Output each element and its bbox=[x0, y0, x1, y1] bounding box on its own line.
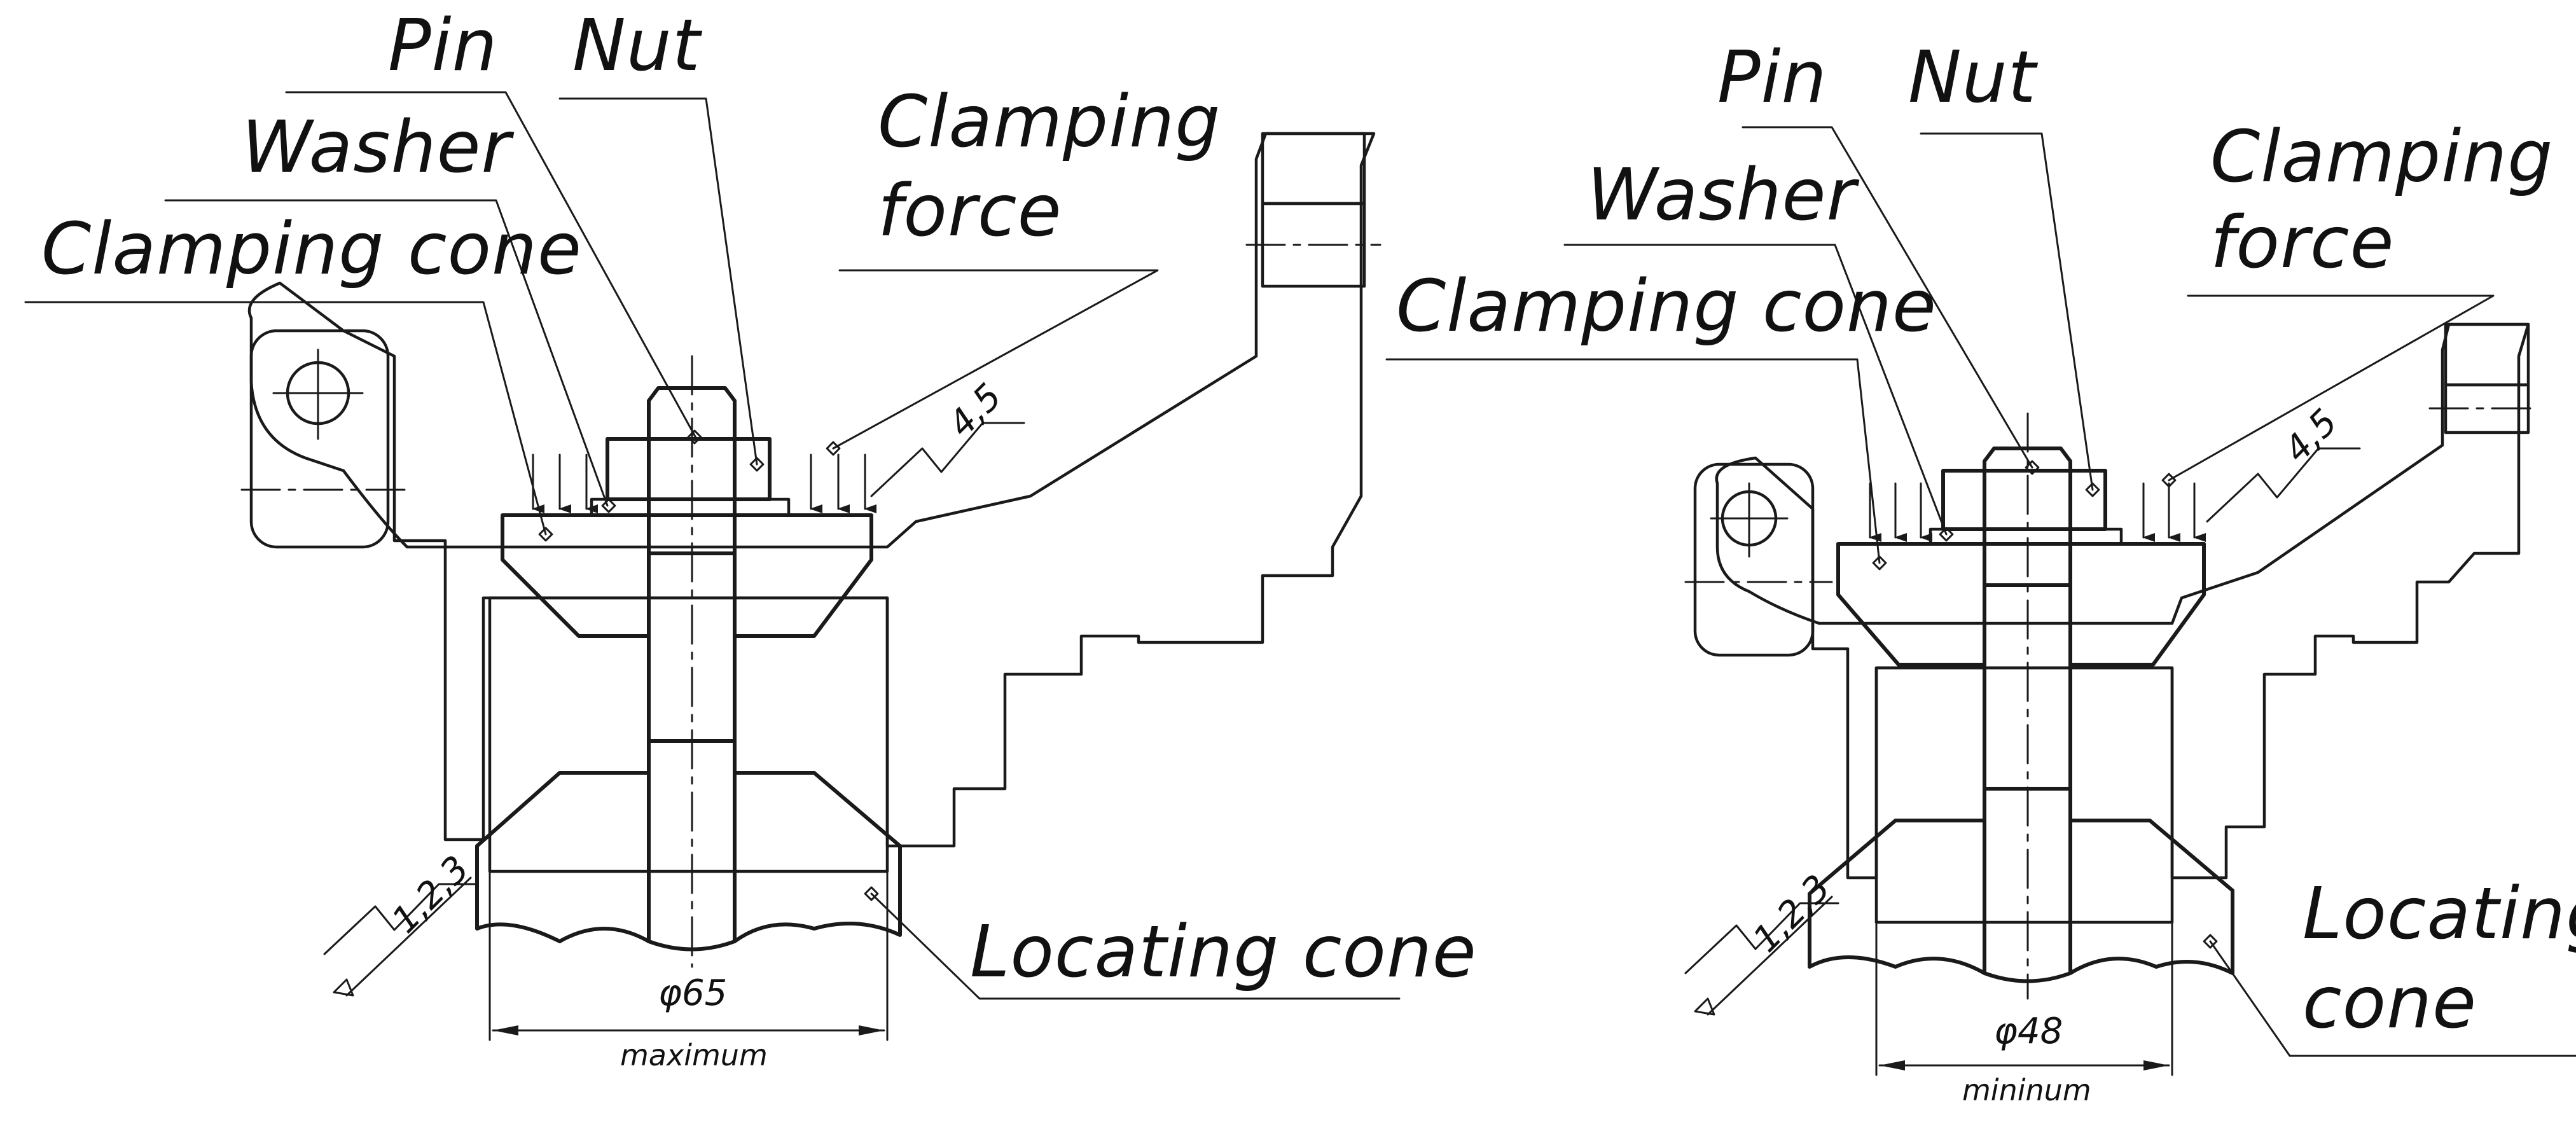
left-label-washer: Washer bbox=[242, 106, 514, 189]
left-label-clamping-force-2: force bbox=[878, 170, 1062, 253]
left-washer bbox=[590, 497, 791, 517]
left-cavity bbox=[488, 596, 889, 873]
left-clevis bbox=[249, 329, 390, 549]
left-label-clamping-cone: Clamping cone bbox=[41, 208, 582, 291]
left-locating-cone bbox=[475, 771, 902, 943]
left-leaders bbox=[24, 91, 1401, 1000]
right-label-locating-cone-1: Locating bbox=[2302, 873, 2576, 955]
svg-text:4,5: 4,5 bbox=[2276, 401, 2346, 471]
svg-text:4,5: 4,5 bbox=[941, 376, 1010, 445]
left-clamping-cone bbox=[501, 513, 873, 638]
left-assembly: 4,5 1,2,3 φ65 maximum Pin Nut Washer Cla… bbox=[24, 4, 1477, 1072]
right-leaders bbox=[1385, 126, 2576, 1057]
right-roughness-bottom: 1,2,3 bbox=[1684, 867, 1839, 1016]
right-diameter-dimension: φ48 mininum bbox=[1875, 921, 2173, 1107]
right-clevis bbox=[1693, 462, 1815, 657]
right-roughness-top: 4,5 bbox=[2206, 401, 2361, 523]
left-rim bbox=[1261, 132, 1366, 205]
right-rim bbox=[2444, 322, 2530, 387]
left-roughness-top: 4,5 bbox=[870, 376, 1025, 497]
svg-text:φ65: φ65 bbox=[658, 973, 727, 1014]
right-label-washer: Washer bbox=[1587, 154, 1859, 237]
right-clamping-cone bbox=[1836, 542, 2206, 667]
svg-text:φ48: φ48 bbox=[1994, 1011, 2063, 1052]
left-label-clamping-force-1: Clamping bbox=[878, 81, 1221, 163]
right-assembly: 4,5 1,2,3 φ48 mininum Pin Nut Washer Cla… bbox=[1385, 36, 2576, 1107]
right-label-locating-cone-2: cone bbox=[2302, 962, 2477, 1044]
left-roughness-bottom: 1,2,3 bbox=[323, 848, 478, 997]
right-locating-cone bbox=[1808, 819, 2234, 975]
right-label-nut: Nut bbox=[1908, 36, 2039, 119]
left-force-arrows bbox=[532, 454, 876, 513]
left-fixture-body bbox=[247, 132, 1376, 848]
right-label-clamping-force-1: Clamping bbox=[2210, 116, 2553, 198]
right-label-clamping-cone: Clamping cone bbox=[1396, 265, 1937, 348]
right-label-clamping-force-2: force bbox=[2210, 202, 2394, 284]
left-label-pin: Pin bbox=[388, 4, 498, 87]
svg-text:mininum: mininum bbox=[1962, 1073, 2091, 1107]
right-washer bbox=[1929, 527, 2123, 546]
left-diameter-dimension: φ65 maximum bbox=[488, 870, 889, 1072]
left-label-nut: Nut bbox=[572, 4, 703, 87]
left-label-locating-cone: Locating cone bbox=[970, 911, 1477, 994]
svg-text:maximum: maximum bbox=[620, 1038, 768, 1072]
right-label-pin: Pin bbox=[1717, 36, 1827, 119]
right-nut bbox=[1941, 469, 2107, 531]
right-force-arrows bbox=[1869, 482, 2206, 542]
right-pin bbox=[1983, 447, 2072, 983]
right-fixture-body bbox=[1715, 322, 2530, 880]
right-cavity bbox=[1874, 666, 2174, 924]
left-nut bbox=[606, 437, 772, 501]
left-pin bbox=[647, 386, 737, 952]
